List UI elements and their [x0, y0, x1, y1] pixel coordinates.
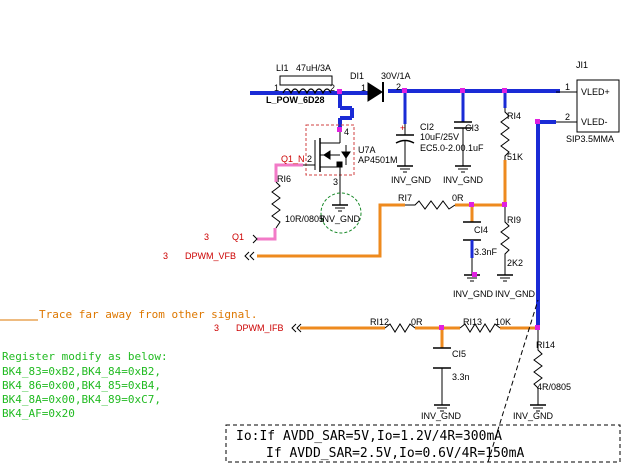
mosfet-pin3: 3	[333, 177, 338, 187]
ri7-ref: RI7	[398, 193, 412, 203]
ci3-value: EC5.0-2.00.1uF	[420, 143, 484, 153]
ji1-pin1-num: 1	[565, 82, 570, 92]
gnd-ci4-label: INV_GND	[453, 289, 494, 299]
io-line-1: Io:If AVDD_SAR=5V,Io=1.2V/4R=300mA	[236, 429, 502, 444]
mosfet-pin2: 2	[307, 154, 312, 164]
ri12-ref: RI12	[370, 317, 389, 327]
ji1-pin2-num: 2	[565, 112, 570, 122]
ci4-value: 3.3nF	[474, 247, 498, 257]
ci3-ref: CI3	[465, 123, 479, 133]
ifb-label: DPWM_IFB	[236, 323, 284, 333]
ci2-value: 10uF/25V	[420, 132, 459, 142]
ji1-pin1-name: VLED+	[581, 87, 610, 97]
ri6-ref: RI6	[277, 174, 291, 184]
ri7-value: 0R	[452, 193, 464, 203]
diode-pin2: 2	[396, 82, 401, 92]
ifb-sheet: 3	[214, 323, 219, 333]
capacitor-ci5: CI5 3.3n INV_GND	[421, 347, 470, 421]
inductor-pin1: 1	[274, 83, 279, 93]
io-line-2: If AVDD_SAR=2.5V,Io=0.6V/4R=150mA	[266, 446, 524, 461]
ri4-ref: RI4	[507, 111, 521, 121]
resistor-ri14: RI14 4R/0805 INV_GND	[513, 328, 571, 421]
resistor-ri7: RI7 0R	[398, 193, 464, 210]
capacitor-ci4: CI4 3.3nF INV_GND	[453, 221, 498, 299]
resistor-ri4: RI4 51K	[500, 108, 523, 162]
capacitor-ci2: + CI2 10uF/25V INV_GND	[391, 122, 459, 185]
trace-note: Trace far away from other signal.	[0, 308, 258, 321]
register-line: BK4_AF=0x20	[2, 407, 75, 420]
inductor-ref: LI1	[276, 63, 289, 73]
gnd-ci2-label: INV_GND	[391, 175, 432, 185]
connector-ji1: VLED+ VLED- JI1 SIP3.5MMA 1 2	[556, 60, 620, 144]
diode-value: 30V/1A	[381, 71, 411, 81]
mosfet-pin4: 4	[344, 127, 349, 137]
ci2-ref: CI2	[420, 122, 434, 132]
ri4-value: 51K	[507, 152, 523, 162]
ri14-value: 4R/0805	[537, 382, 571, 392]
net-label-q1: 3 Q1	[204, 232, 258, 244]
net-label-ifb: 3 DPWM_IFB	[214, 323, 302, 333]
vfb-label: DPWM_VFB	[185, 251, 236, 261]
ri9-value: 2K2	[507, 258, 523, 268]
inductor-value: 47uH/3A	[296, 63, 331, 73]
resistor-ri12: RI12 0R	[370, 317, 423, 333]
ri6-value: 10R/0805	[285, 214, 324, 224]
ri13-ref: RI13	[463, 317, 482, 327]
trace-note-text: Trace far away from other signal.	[39, 308, 258, 321]
inductor-pin2: 2	[330, 83, 335, 93]
gnd-mosfet-label: INV_GND	[320, 214, 361, 224]
ji1-part: SIP3.5MMA	[566, 134, 614, 144]
power-traces	[250, 89, 560, 328]
mosfet-u7a: U7A AP4501M Q1_N 2 4 3	[281, 124, 398, 195]
ri14-ref: RI14	[536, 340, 555, 350]
ji1-ref: JI1	[576, 60, 588, 70]
q1-sheet: 3	[204, 232, 209, 242]
vfb-sheet: 3	[163, 251, 168, 261]
gate-trace	[257, 163, 303, 241]
gnd-ri9-label: INV_GND	[495, 289, 536, 299]
diode-di1: DI1 30V/1A 1 2	[350, 71, 411, 102]
ri13-value: 10K	[495, 317, 511, 327]
register-line: BK4_83=0xB2,BK4_84=0xB2,	[2, 365, 161, 378]
ri12-value: 0R	[411, 317, 423, 327]
inductor-footprint: L_POW_6D28	[266, 95, 325, 105]
gnd-ci5-label: INV_GND	[421, 411, 462, 421]
junctions	[337, 88, 540, 330]
resistor-ri9: RI9 2K2 INV_GND	[495, 205, 536, 299]
register-line: BK4_8A=0x00,BK4_89=0xC7,	[2, 393, 161, 406]
mosfet-ref: U7A	[358, 145, 376, 155]
io-note: Io:If AVDD_SAR=5V,Io=1.2V/4R=300mA If AV…	[225, 299, 621, 463]
mosfet-value: AP4501M	[358, 155, 398, 165]
ci5-value: 3.3n	[452, 372, 470, 382]
net-label-vfb: 3 DPWM_VFB	[163, 251, 255, 261]
gnd-ri14-label: INV_GND	[513, 411, 554, 421]
register-title: Register modify as below:	[2, 350, 168, 363]
diode-pin1: 1	[361, 83, 366, 93]
resistor-ri13: RI13 10K	[459, 317, 511, 333]
resistor-ri6: RI6 10R/0805	[271, 174, 324, 229]
inductor-li1: LI1 47uH/3A L_POW_6D28 1 2	[266, 63, 335, 105]
ji1-pin2-name: VLED-	[581, 117, 608, 127]
q1-label: Q1	[232, 232, 244, 242]
feedback-traces	[257, 160, 536, 348]
ri9-ref: RI9	[507, 215, 521, 225]
diode-ref: DI1	[350, 71, 364, 81]
register-note: Register modify as below: BK4_83=0xB2,BK…	[2, 350, 168, 420]
register-line: BK4_86=0x00,BK4_85=0xB4,	[2, 379, 161, 392]
ci2-plus: +	[400, 123, 405, 133]
ci4-ref: CI4	[474, 225, 488, 235]
gnd-mosfet: INV_GND	[320, 192, 362, 234]
capacitor-ci3: CI3 EC5.0-2.00.1uF INV_GND	[420, 121, 484, 185]
mosfet-gate-net: Q1_N	[281, 154, 305, 164]
ci5-ref: CI5	[452, 349, 466, 359]
gnd-ci3-label: INV_GND	[443, 175, 484, 185]
